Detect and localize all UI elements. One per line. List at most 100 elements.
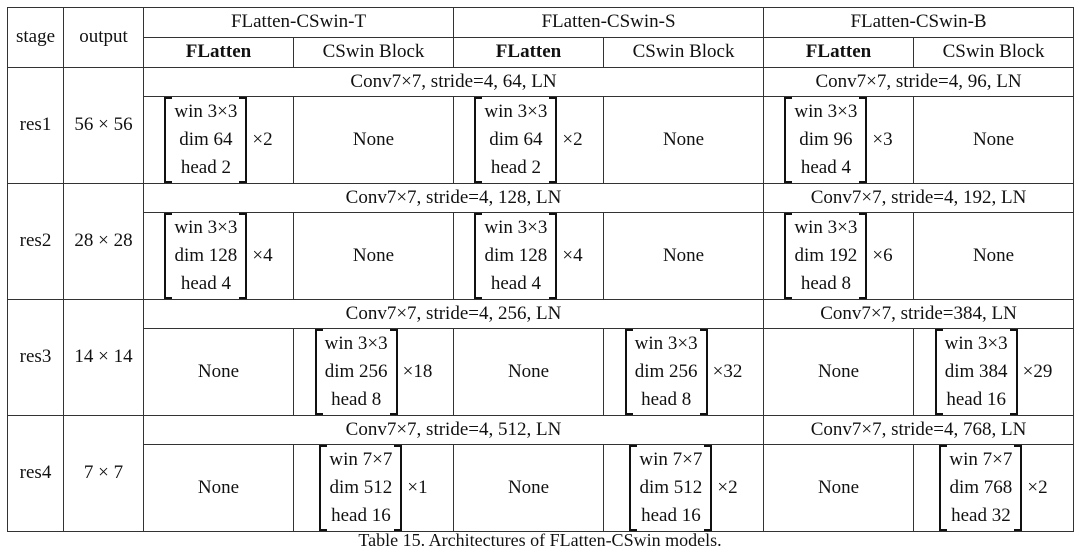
repeat-multiplier: ×4	[252, 244, 273, 266]
none-cell: None	[913, 96, 1075, 184]
none-cell: None	[292, 96, 455, 184]
win-value: win 7×7	[949, 449, 1013, 470]
none-cell: None	[913, 212, 1075, 300]
dim-value: dim 64	[179, 129, 233, 150]
head-value: head 2	[490, 157, 541, 178]
head-value: head 16	[331, 505, 391, 526]
win-value: win 3×3	[944, 333, 1008, 354]
none-cell: None	[143, 328, 294, 416]
repeat-multiplier: ×29	[1022, 360, 1053, 382]
table-caption: Table 15. Architectures of FLatten-CSwin…	[358, 530, 722, 550]
repeat-multiplier: ×2	[1027, 476, 1048, 498]
dim-value: dim 512	[639, 477, 703, 498]
block-config-cell: win 3×3 dim 192 head 8 ×6	[763, 212, 915, 300]
win-value: win 3×3	[484, 101, 548, 122]
win-value: win 3×3	[324, 333, 388, 354]
bracket-matrix: win 3×3 dim 192 head 8	[784, 213, 868, 299]
win-value: win 3×3	[634, 333, 698, 354]
repeat-multiplier: ×4	[562, 244, 583, 266]
header-flatten-s: FLatten	[453, 37, 605, 68]
output-size: 56 × 56	[63, 67, 144, 184]
header-row-blocks: FLatten CSwin Block FLatten CSwin Block …	[8, 37, 1075, 68]
repeat-multiplier: ×3	[872, 128, 893, 150]
win-value: win 3×3	[174, 101, 238, 122]
win-value: win 3×3	[174, 217, 238, 238]
stage-label: res1	[7, 67, 64, 184]
head-value: head 32	[951, 505, 1011, 526]
block-config-cell: win 7×7 dim 512 head 16 ×1	[292, 444, 455, 532]
header-cswin-t: CSwin Block	[292, 37, 455, 68]
bracket-matrix: win 3×3 dim 128 head 4	[474, 213, 558, 299]
head-value: head 16	[946, 389, 1006, 410]
conv-spec-ts: Conv7×7, stride=4, 512, LN	[142, 415, 765, 445]
dim-value: dim 256	[634, 361, 698, 382]
repeat-multiplier: ×6	[872, 244, 893, 266]
repeat-multiplier: ×1	[407, 476, 428, 498]
architecture-table: stage output FLatten-CSwin-T FLatten-CSw…	[7, 7, 1075, 532]
dim-value: dim 64	[489, 129, 543, 150]
head-value: head 4	[490, 273, 541, 294]
stage-label: res2	[7, 183, 64, 300]
header-row-models: stage output FLatten-CSwin-T FLatten-CSw…	[7, 7, 1075, 68]
dim-value: dim 256	[324, 361, 388, 382]
conv-spec-ts: Conv7×7, stride=4, 128, LN	[142, 183, 765, 213]
win-value: win 3×3	[484, 217, 548, 238]
repeat-multiplier: ×32	[712, 360, 743, 382]
none-cell: None	[603, 96, 765, 184]
bracket-matrix: win 3×3 dim 64 head 2	[164, 97, 248, 183]
output-size: 7 × 7	[63, 415, 144, 532]
output-size: 28 × 28	[63, 183, 144, 300]
head-value: head 8	[800, 273, 851, 294]
conv-spec-b: Conv7×7, stride=384, LN	[763, 299, 1075, 329]
dim-value: dim 128	[174, 245, 238, 266]
none-cell: None	[453, 328, 605, 416]
block-config: win 3×3 dim 64 head 2 ×2	[474, 97, 583, 183]
header-flatten-t: FLatten	[143, 37, 294, 68]
block-config: win 3×3 dim 64 head 2 ×2	[164, 97, 273, 183]
bracket-matrix: win 3×3 dim 64 head 2	[474, 97, 558, 183]
header-model-t: FLatten-CSwin-T	[142, 7, 455, 38]
win-value: win 7×7	[329, 449, 393, 470]
conv-spec-b: Conv7×7, stride=4, 768, LN	[763, 415, 1075, 445]
bracket-matrix: win 7×7 dim 512 head 16	[319, 445, 403, 531]
header-flatten-b: FLatten	[763, 37, 915, 68]
conv-spec-b: Conv7×7, stride=4, 96, LN	[763, 67, 1075, 97]
win-value: win 3×3	[794, 101, 858, 122]
repeat-multiplier: ×2	[252, 128, 273, 150]
win-value: win 3×3	[794, 217, 858, 238]
win-value: win 7×7	[639, 449, 703, 470]
header-cswin-b: CSwin Block	[913, 37, 1075, 68]
dim-value: dim 192	[794, 245, 858, 266]
dim-value: dim 512	[329, 477, 393, 498]
stage-label: res4	[7, 415, 64, 532]
repeat-multiplier: ×18	[402, 360, 433, 382]
conv-spec-ts: Conv7×7, stride=4, 256, LN	[142, 299, 765, 329]
repeat-multiplier: ×2	[562, 128, 583, 150]
dim-value: dim 768	[949, 477, 1013, 498]
head-value: head 2	[180, 157, 231, 178]
header-output: output	[63, 7, 144, 68]
block-config-cell: win 3×3 dim 64 head 2 ×2	[453, 96, 605, 184]
output-size: 14 × 14	[63, 299, 144, 416]
block-row-res2: win 3×3 dim 128 head 4 ×4 None win 3×3 dim 128…	[8, 212, 1075, 300]
dim-value: dim 96	[799, 129, 853, 150]
block-config-cell: win 3×3 dim 64 head 2 ×2	[143, 96, 294, 184]
block-config: win 3×3 dim 192 head 8 ×6	[784, 213, 893, 299]
dim-value: dim 128	[484, 245, 548, 266]
